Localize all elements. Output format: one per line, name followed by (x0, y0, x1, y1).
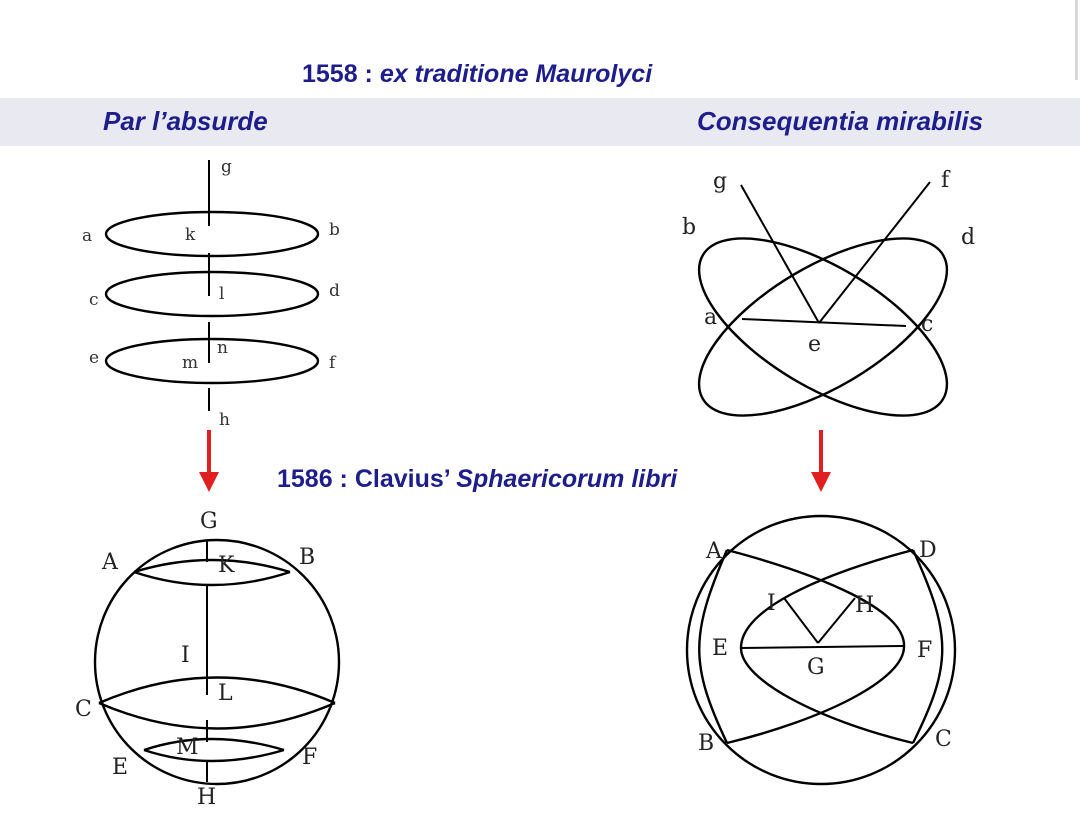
label-g: g (713, 169, 727, 194)
label-a: a (82, 226, 92, 246)
label-F: F (302, 745, 317, 770)
ellipse-cd (104, 270, 320, 318)
mid-heading-prefix: 1586 : Clavius’ (277, 465, 450, 493)
label-C: C (935, 727, 952, 752)
arrow-down-icon (199, 430, 219, 492)
line-ef (740, 645, 905, 649)
arc-ef-upper (143, 737, 285, 752)
great-circle (93, 538, 341, 786)
label-f: f (941, 168, 951, 193)
label-A: A (705, 539, 723, 564)
arc-ef-lower (143, 748, 285, 763)
label-d: d (329, 281, 340, 301)
label-b: b (329, 220, 340, 240)
label-l: l (219, 284, 224, 304)
label-G: G (200, 509, 218, 534)
label-B: B (698, 731, 714, 756)
figure-par-labsurde: g a k b c l d e m n f h (82, 157, 340, 430)
label-I: I (767, 591, 776, 616)
label-A: A (101, 550, 119, 575)
figure-clavius-consequentia: A D I H E F G B C (685, 514, 957, 786)
figure-clavius-sphere: G A K B I C L M E F H (75, 509, 341, 810)
label-M: M (176, 735, 199, 760)
label-I: I (181, 643, 190, 668)
arc-cd-lower (98, 701, 336, 730)
arc-ab-left (698, 549, 729, 744)
label-c: c (89, 290, 99, 310)
label-m: m (182, 353, 198, 373)
line-ge (740, 184, 820, 324)
label-c: c (921, 312, 933, 337)
line-ac (741, 318, 907, 327)
label-L: L (218, 681, 233, 706)
label-h: h (219, 410, 230, 430)
label-e: e (89, 348, 99, 368)
label-D: D (919, 538, 937, 563)
line-ig (783, 597, 819, 644)
label-H: H (197, 785, 216, 810)
slide-title: 1558 : ex traditione Maurolyci (302, 60, 652, 89)
great-circle (685, 514, 957, 786)
mid-heading: 1586 : Clavius’ Sphaericorum libri (277, 465, 677, 494)
arc-dc-right (911, 549, 944, 744)
label-f: f (329, 353, 337, 373)
arrow-down-icon (811, 430, 831, 492)
edge-line (1075, 0, 1078, 80)
subtitle-band (0, 98, 1080, 146)
arc-cd-upper (98, 676, 336, 705)
label-b: b (682, 215, 696, 240)
label-e: e (808, 332, 821, 357)
arc-ab-upper (133, 558, 291, 574)
label-E: E (712, 636, 728, 661)
label-E: E (112, 755, 128, 780)
label-g: g (221, 157, 232, 177)
line-gh (817, 597, 856, 644)
title-text: ex traditione Maurolyci (379, 60, 653, 88)
ellipse-ef (104, 337, 320, 385)
label-k: k (185, 225, 196, 245)
label-C: C (75, 697, 92, 722)
label-d: d (961, 225, 975, 250)
right-heading: Consequentia mirabilis (697, 106, 984, 136)
label-n: n (217, 338, 228, 358)
figure-consequentia-mirabilis: g f b d a e c (682, 168, 975, 417)
left-heading: Par l’absurde (103, 106, 268, 136)
line-ef (818, 181, 931, 324)
label-F: F (917, 638, 932, 663)
label-H: H (855, 593, 874, 618)
label-G: G (807, 655, 825, 680)
mid-heading-italic: Sphaericorum libri (456, 465, 678, 493)
label-a: a (704, 305, 717, 330)
ellipse-a-d (697, 237, 949, 417)
label-B: B (299, 545, 315, 570)
title-year: 1558 : (302, 60, 373, 88)
label-K: K (218, 553, 235, 578)
ellipse-ab (104, 210, 320, 258)
arc-ab-lower (133, 570, 291, 587)
